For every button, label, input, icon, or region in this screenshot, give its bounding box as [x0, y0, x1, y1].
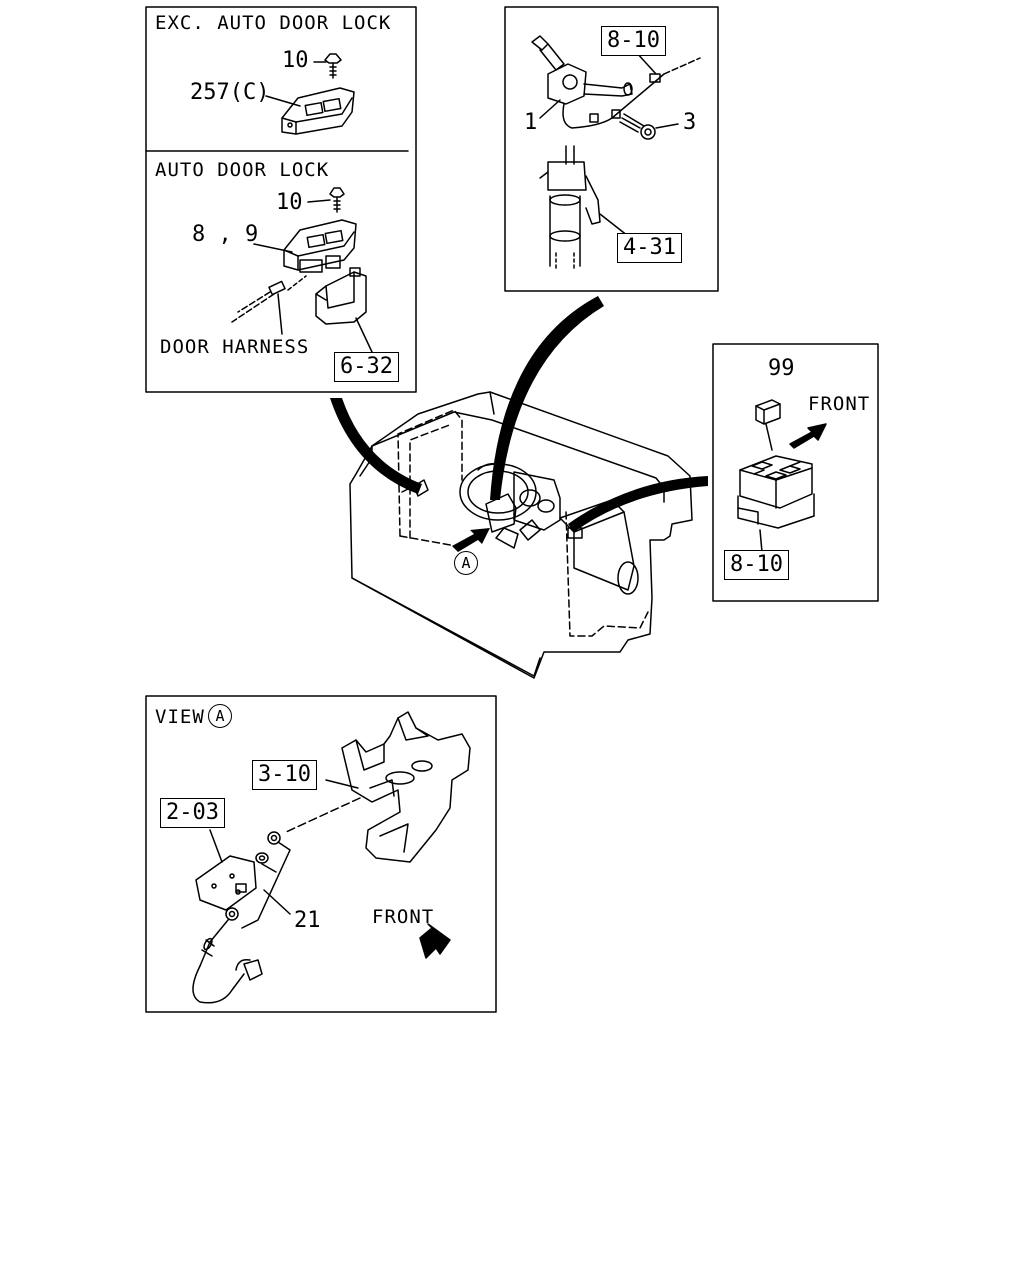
- leader-21: [263, 889, 291, 915]
- part-8-9-label: 8 , 9: [192, 222, 259, 247]
- screw-10-exc-part: [324, 53, 342, 79]
- callout-arrow-column-switch: [490, 296, 604, 500]
- door-lock-switch-box-frame: [145, 6, 417, 393]
- column-switch-box-frame: [504, 6, 719, 292]
- leader-3-10: [325, 779, 359, 789]
- mounting-bracket-3-10-part: [341, 711, 471, 863]
- front-label-view-a: FRONT: [372, 906, 435, 928]
- ref-6-32-box: 6-32: [334, 352, 399, 383]
- part-257c-label: 257(C): [190, 80, 270, 105]
- leader-10-auto: [307, 199, 331, 203]
- callout-arrow-door-switch: [330, 398, 422, 494]
- ref-8-10-top-box: 8-10: [601, 26, 666, 57]
- leader-4-31: [599, 213, 629, 237]
- leader-door-harness: [277, 293, 283, 335]
- part-10-exc-label: 10: [282, 48, 309, 73]
- ref-2-03-box: 2-03: [160, 798, 225, 829]
- relay-block-8-10-part: [737, 455, 815, 529]
- leader-3: [655, 123, 679, 129]
- leader-8-10-right: [759, 529, 763, 553]
- view-label: VIEW: [155, 706, 205, 728]
- ref-3-10-box: 3-10: [252, 760, 317, 791]
- relay-box-frame: [712, 343, 879, 602]
- part-21-label: 21: [294, 908, 321, 933]
- auto-door-lock-title: AUTO DOOR LOCK: [155, 159, 330, 181]
- callout-arrow-relay: [568, 476, 708, 532]
- ref-8-10-right-box: 8-10: [724, 550, 789, 581]
- door-harness-label: DOOR HARNESS: [160, 336, 310, 358]
- sensor-bracket-2-03-part: [195, 855, 257, 911]
- exc-auto-door-lock-title: EXC. AUTO DOOR LOCK: [155, 12, 392, 34]
- bracket-6-32-part: [315, 267, 367, 325]
- screw-3-part: [619, 113, 656, 140]
- leader-2-03: [209, 829, 223, 863]
- switch-257c-part: [281, 87, 355, 135]
- switch-8-9-part: [283, 219, 357, 273]
- part-99-label: 99: [768, 356, 795, 381]
- relay-99-part: [755, 399, 781, 451]
- view-a-marker-main: A: [454, 551, 478, 575]
- screw-10-auto-part: [329, 187, 345, 213]
- ref-4-31-box: 4-31: [617, 233, 682, 264]
- dashboard-drawing: [349, 391, 693, 679]
- front-label-right: FRONT: [808, 393, 871, 415]
- leader-257c: [265, 95, 301, 107]
- leader-1: [539, 99, 561, 119]
- part-1-label: 1: [524, 110, 538, 135]
- view-a-box-frame: [145, 695, 497, 1013]
- sensor-wire-part: [192, 919, 263, 1004]
- dashed-mount-line: [285, 797, 361, 833]
- part-3-label: 3: [683, 110, 697, 135]
- leader-6-32: [355, 317, 373, 353]
- part-10-auto-label: 10: [276, 190, 303, 215]
- view-a-arrow: [452, 528, 490, 552]
- nuts-washers-21-part: [225, 831, 291, 929]
- steering-column-part: [539, 145, 601, 269]
- front-arrow-view-a: [419, 923, 451, 959]
- view-a-marker-box: A: [208, 704, 232, 728]
- leader-8-9: [253, 243, 293, 253]
- door-harness-connector: [231, 275, 307, 323]
- combination-switch-part: [531, 35, 701, 129]
- front-arrow-right: [789, 423, 827, 449]
